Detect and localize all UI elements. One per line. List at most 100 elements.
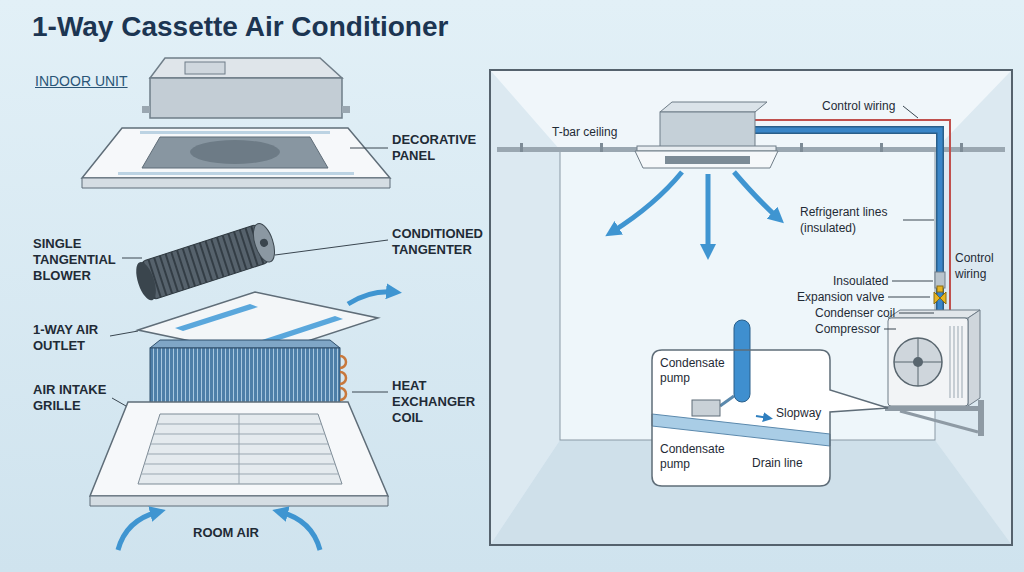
- outdoor-unit: [885, 310, 984, 436]
- decorative-panel: [190, 140, 280, 164]
- cassette-unit: [637, 146, 776, 151]
- inset-illustration: [756, 416, 768, 418]
- decorative-panel: [82, 128, 390, 188]
- cassette-unit: [635, 151, 778, 168]
- expansion-valve: [937, 286, 943, 292]
- air-outlet-plate: [348, 292, 394, 304]
- part-label: Expansion valve: [797, 289, 884, 305]
- outdoor-unit: [888, 310, 980, 318]
- room-frame: [490, 70, 1012, 545]
- part-label: T-bar ceiling: [552, 124, 617, 140]
- expansion-valve: [934, 292, 946, 304]
- air-outlet-plate: [175, 304, 258, 331]
- room-air-arrow: [280, 512, 320, 550]
- room-frame: [520, 143, 523, 152]
- cassette-unit: [660, 102, 767, 112]
- cassette-unit: [660, 112, 755, 148]
- leader-line: [350, 148, 388, 149]
- decorative-panel: [82, 178, 390, 188]
- refrigerant-lines: [755, 130, 940, 318]
- outdoor-unit: [913, 357, 923, 367]
- tangential-blower: [259, 238, 269, 248]
- unit-housing: [185, 62, 225, 74]
- part-label: Control wiring: [822, 98, 895, 114]
- part-label: HEAT EXCHANGER COIL: [392, 378, 492, 426]
- unit-housing: [142, 58, 350, 118]
- part-label: CONDITIONED TANGENTER: [392, 226, 512, 258]
- intake-grille: [90, 402, 388, 506]
- intake-grille: [141, 414, 339, 484]
- room-frame: [800, 143, 803, 152]
- intake-grille: [90, 496, 388, 506]
- part-label: ROOM AIR: [193, 525, 259, 541]
- outdoor-unit: [888, 318, 968, 406]
- outdoor-unit: [978, 400, 984, 436]
- tangential-blower: [140, 224, 270, 300]
- part-label: Insoulated: [833, 273, 888, 289]
- expansion-valve: [934, 286, 946, 304]
- room-frame: [560, 150, 935, 440]
- section-heading: INDOOR UNIT: [35, 72, 128, 90]
- supply-air-arrow: [706, 174, 711, 252]
- cassette-unit: [635, 102, 778, 168]
- tangential-blower: [132, 260, 160, 303]
- leader-line: [352, 392, 388, 393]
- supply-air-arrow: [612, 172, 682, 232]
- part-label: Refrigerant lines (insulated): [800, 204, 900, 236]
- inset-illustration: [720, 396, 734, 406]
- leader-line: [903, 220, 934, 221]
- inset-illustration: [652, 320, 888, 486]
- callout-label: Condensate pump: [660, 356, 732, 386]
- outdoor-unit: [968, 310, 980, 406]
- part-label: AIR INTAKE GRILLE: [33, 382, 128, 414]
- outdoor-unit: [894, 338, 942, 386]
- callout-label: Condensate pump: [660, 442, 732, 472]
- room-frame: [490, 70, 1012, 545]
- room-frame: [490, 70, 1012, 150]
- cassette-unit: [665, 156, 750, 164]
- decorative-panel: [82, 128, 390, 178]
- outdoor-unit: [950, 326, 962, 398]
- refrigerant-lines: [755, 120, 950, 310]
- supply-air-arrow: [612, 172, 778, 252]
- room-frame: [600, 143, 603, 152]
- room-frame: [880, 143, 883, 152]
- outdoor-unit: [885, 406, 980, 411]
- air-outlet-plate: [138, 292, 394, 356]
- unit-housing: [142, 106, 150, 113]
- inset-illustration: [692, 400, 720, 416]
- part-label: Control wiring: [955, 250, 1007, 282]
- outdoor-unit: [894, 338, 942, 386]
- callout-inset: Condensate pumpCondensate pumpSlopwayDra…: [652, 350, 830, 486]
- intake-grille: [90, 402, 388, 496]
- refrigerant-lines: [755, 130, 940, 318]
- leader-line: [899, 313, 934, 314]
- diagram-title: 1-Way Cassette Air Conditioner: [32, 10, 448, 44]
- decorative-panel: [118, 172, 354, 175]
- outdoor-unit: [900, 411, 978, 432]
- inset-illustration: [652, 350, 888, 486]
- air-outlet-plate: [138, 292, 378, 356]
- callout-label: Slopway: [776, 406, 821, 421]
- leader-line: [275, 240, 388, 255]
- leader-line: [110, 331, 138, 336]
- part-label: Condenser coil: [815, 305, 895, 321]
- tangential-blower: [249, 221, 278, 265]
- leader-line: [903, 106, 918, 118]
- room-frame: [490, 70, 1012, 545]
- part-label: Compressor: [815, 321, 880, 337]
- intake-grille: [138, 414, 342, 484]
- inset-illustration: [734, 320, 750, 402]
- room-air-arrow: [118, 512, 158, 550]
- decorative-panel: [140, 131, 330, 134]
- callout-label: Drain line: [752, 456, 803, 471]
- room-frame: [960, 143, 963, 152]
- leader-line: [892, 281, 933, 282]
- leader-line: [112, 398, 126, 406]
- leader-line: [884, 106, 934, 329]
- refrigerant-lines: [755, 120, 950, 318]
- unit-housing: [150, 78, 342, 118]
- unit-housing: [342, 106, 350, 113]
